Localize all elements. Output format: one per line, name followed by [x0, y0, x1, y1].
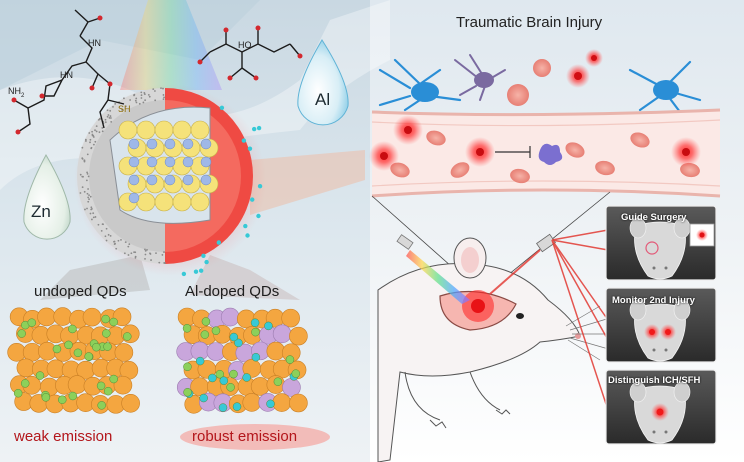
zn-droplet [23, 153, 71, 240]
figure-title: Traumatic Brain Injury [456, 14, 603, 31]
detector-fan-lines [551, 229, 609, 411]
panel-guide-surgery-label: Guide Surgery [621, 212, 687, 223]
doped-qds-label: Al-doped QDs [185, 283, 280, 300]
molecule-sh-label: SH [118, 104, 131, 114]
light-cone [120, 0, 222, 90]
molecule-oxygen-atoms [11, 15, 113, 135]
excitation-laser [396, 234, 470, 304]
neuron-cells [378, 49, 702, 114]
panel-monitor-injury-label: Monitor 2nd Injury [612, 295, 695, 306]
doped-beam [190, 255, 300, 300]
undoped-qd-cluster [7, 307, 140, 414]
citrate-molecule [199, 28, 301, 79]
al-label: Al [315, 90, 331, 109]
undoped-beam [40, 255, 150, 300]
macrophage-inhibition [495, 143, 563, 165]
glutathione-molecule [13, 9, 125, 133]
al-dopant-dots [181, 105, 263, 277]
doped-qd-cluster [176, 307, 308, 414]
sphere-core-atoms [118, 120, 219, 212]
beam-to-vessel [250, 150, 365, 215]
vessel-cells [369, 115, 701, 184]
al-droplet [297, 39, 349, 126]
zn-label: Zn [31, 202, 51, 221]
panel-distinguish-label: Distinguish ICH/SFH [608, 375, 701, 386]
imaging-panels [605, 205, 717, 445]
detector-camera [489, 233, 556, 295]
molecule-hn2-label: HN [60, 70, 73, 80]
robust-emission-label: robust emission [192, 428, 298, 445]
molecule-nh2-label: NH2 [8, 86, 25, 99]
weak-emission-label: weak emission [14, 428, 113, 445]
undoped-qds-label: undoped QDs [34, 283, 127, 300]
molecule-hn1-label: HN [88, 38, 101, 48]
robust-glow [180, 424, 330, 450]
citrate-oxygen-atoms [197, 25, 303, 81]
shell-speckles [79, 87, 166, 264]
molecule-ho-label: HO [238, 40, 252, 50]
